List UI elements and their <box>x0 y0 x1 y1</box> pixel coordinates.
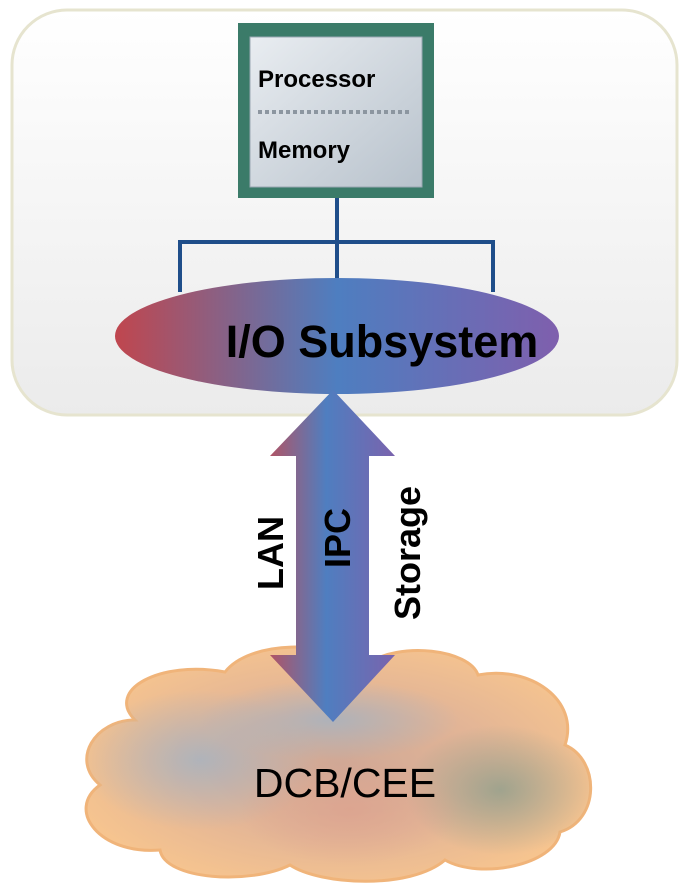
processor-label: Processor <box>258 66 375 93</box>
memory-label: Memory <box>258 137 351 164</box>
dcb-cee-cloud <box>84 645 593 883</box>
processor-memory-chip: Processor Memory <box>238 23 434 198</box>
lan-label: LAN <box>250 516 291 590</box>
io-subsystem-label: I/O Subsystem <box>226 316 539 367</box>
ipc-label: IPC <box>317 508 358 568</box>
dcb-cee-label: DCB/CEE <box>254 760 436 806</box>
bidirectional-traffic-arrow <box>270 390 395 722</box>
storage-label: Storage <box>387 486 428 620</box>
host-bus-connector <box>178 195 495 292</box>
io-subsystem-ellipse <box>115 278 559 394</box>
